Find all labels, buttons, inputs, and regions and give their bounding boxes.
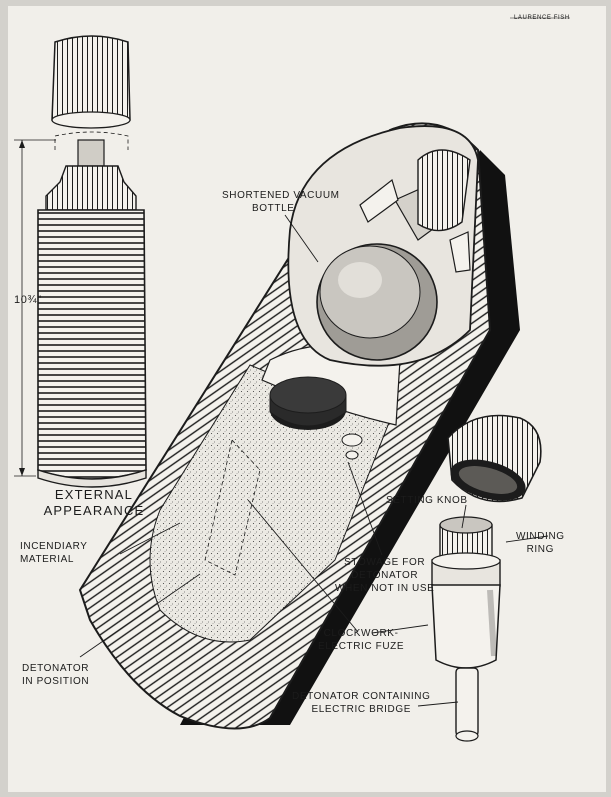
incendiary-material-line-2: MATERIAL bbox=[20, 554, 75, 565]
detonator-in-position-line-1: DETONATOR bbox=[22, 663, 90, 674]
external-flask bbox=[37, 35, 147, 488]
fuze-assembly bbox=[431, 516, 501, 742]
stowage-line-1: STOWAGE FOR bbox=[344, 557, 426, 568]
artist-signature: LAURENCE FISH bbox=[514, 15, 570, 21]
detonator-bridge-label: DETONATOR CONTAINING ELECTRIC BRIDGE bbox=[292, 690, 431, 716]
external-appearance-line-2: APPEARANCE bbox=[43, 503, 145, 518]
stowage-line-2: DETONATOR bbox=[351, 570, 419, 581]
screw-cap bbox=[447, 414, 542, 503]
incendiary-material-line-1: INCENDIARY bbox=[20, 541, 88, 552]
dimension-label: 10¾" bbox=[14, 294, 42, 306]
incendiary-material-label: INCENDIARY MATERIAL bbox=[20, 540, 88, 566]
detonator-bridge-line-2: ELECTRIC BRIDGE bbox=[311, 704, 412, 715]
vacuum-bottle-line-1: SHORTENED VACUUM bbox=[222, 190, 340, 201]
winding-ring-line-1: WINDING bbox=[516, 531, 565, 542]
winding-ring-label: WINDING RING bbox=[516, 530, 565, 556]
setting-knob-label: SETTING KNOB bbox=[386, 495, 468, 506]
detonator-bridge-line-1: DETONATOR CONTAINING bbox=[292, 691, 431, 702]
vacuum-bottle-label: SHORTENED VACUUM BOTTLE bbox=[222, 189, 340, 215]
detonator-in-position-label: DETONATOR IN POSITION bbox=[22, 662, 89, 688]
dimension-line bbox=[14, 139, 56, 477]
detonator-in-position-line-2: IN POSITION bbox=[22, 676, 90, 687]
external-appearance-label: EXTERNAL APPEARANCE bbox=[38, 487, 150, 519]
winding-ring-line-2: RING bbox=[526, 544, 555, 555]
clockwork-fuze-line-1: CLOCKWORK- bbox=[323, 628, 399, 639]
external-appearance-line-1: EXTERNAL bbox=[54, 487, 134, 502]
clockwork-fuze-line-2: ELECTRIC FUZE bbox=[318, 641, 405, 652]
stowage-line-3: WHEN NOT IN USE bbox=[335, 583, 435, 594]
stowage-label: STOWAGE FOR DETONATOR WHEN NOT IN USE bbox=[335, 556, 434, 595]
clockwork-fuze-label: CLOCKWORK- ELECTRIC FUZE bbox=[318, 627, 404, 653]
vacuum-bottle-line-2: BOTTLE bbox=[252, 203, 295, 214]
cutaway-bomb bbox=[78, 122, 520, 730]
leader-lines bbox=[79, 214, 549, 707]
